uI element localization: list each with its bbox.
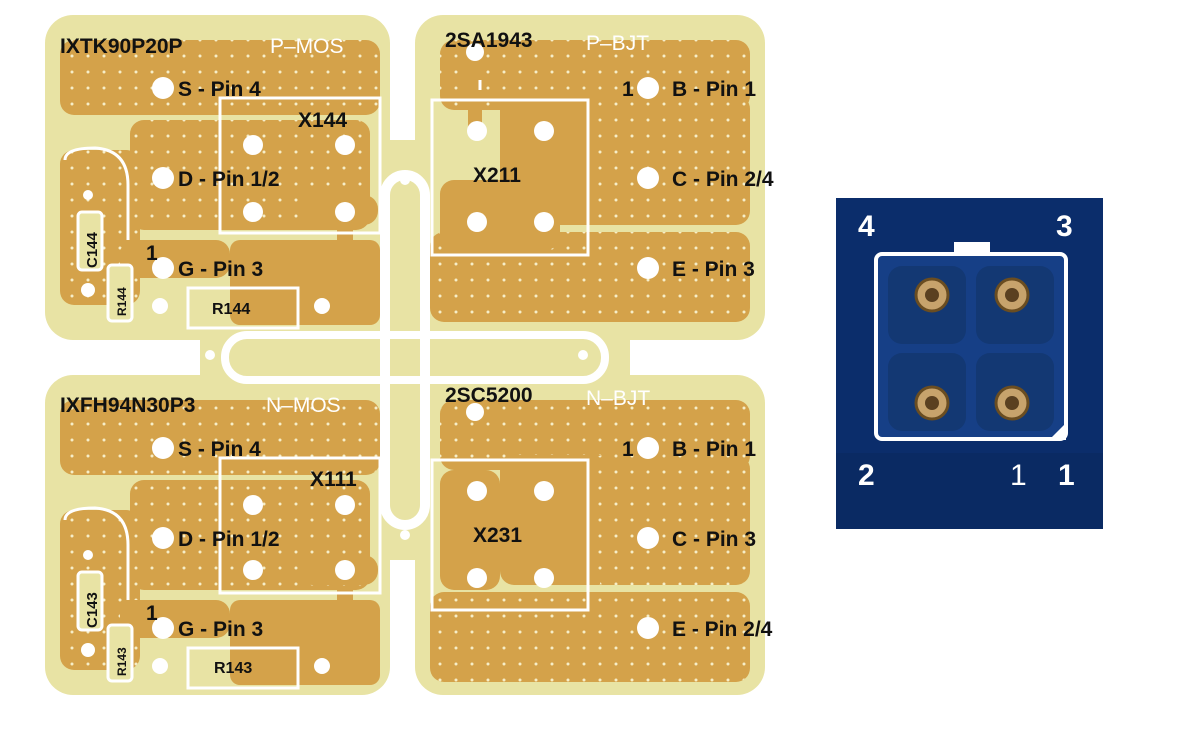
- pin-label-emitter: E - Pin 3: [672, 258, 755, 281]
- ref-designator: X144: [298, 109, 347, 132]
- part-type: P–BJT: [586, 32, 649, 55]
- ref-designator: X231: [473, 524, 522, 547]
- silk-pin1-marker: 1: [1010, 459, 1027, 492]
- connector-footprint: 4 3 2 1 1: [836, 198, 1103, 529]
- part-number: 2SC5200: [445, 384, 533, 407]
- pin-label-base: B - Pin 1: [672, 438, 756, 461]
- pin-number-3: 3: [1056, 210, 1073, 243]
- pin-label-source: S - Pin 4: [178, 438, 261, 461]
- part-type: N–MOS: [266, 394, 341, 417]
- pin-label-drain: D - Pin 1/2: [178, 528, 280, 551]
- pin-number-2: 2: [858, 459, 875, 492]
- quadrant-p-bjt: 2SA1943 P–BJT X211 1 B - Pin 1 C - Pin 2…: [430, 29, 774, 322]
- pin1-marker: 1: [622, 438, 634, 461]
- pcb-layout: IXTK90P20P P–MOS X144 S - Pin 4 D - Pin …: [45, 15, 774, 695]
- pin1-marker: 1: [146, 242, 158, 265]
- pin-label-base: B - Pin 1: [672, 78, 756, 101]
- pin-label-collector: C - Pin 3: [672, 528, 756, 551]
- pin1-marker: 1: [622, 78, 634, 101]
- part-type: P–MOS: [270, 35, 344, 58]
- capacitor-label: C143: [84, 592, 101, 628]
- part-number: 2SA1943: [445, 29, 533, 52]
- resistor-label: R143: [214, 660, 252, 677]
- part-number: IXTK90P20P: [60, 35, 183, 58]
- part-number: IXFH94N30P3: [60, 394, 195, 417]
- part-type: N–BJT: [586, 387, 650, 410]
- pin-label-collector: C - Pin 2/4: [672, 168, 774, 191]
- pin-label-emitter: E - Pin 2/4: [672, 618, 773, 641]
- resistor-small-label: R143: [115, 647, 129, 676]
- pin-label-gate: G - Pin 3: [178, 618, 263, 641]
- ref-designator: X211: [473, 164, 521, 187]
- quadrant-n-bjt: 2SC5200 N–BJT X231 1 B - Pin 1 C - Pin 3…: [430, 384, 773, 682]
- quadrant-n-mos: IXFH94N30P3 N–MOS X111 S - Pin 4 D - Pin…: [60, 394, 382, 690]
- pin-number-1: 1: [1058, 459, 1075, 492]
- pin-number-4: 4: [858, 210, 875, 243]
- quadrant-p-mos: IXTK90P20P P–MOS X144 S - Pin 4 D - Pin …: [60, 35, 382, 330]
- resistor-label: R144: [212, 301, 250, 318]
- pin1-marker: 1: [146, 602, 158, 625]
- ref-designator: X111: [310, 468, 357, 491]
- capacitor-label: C144: [84, 231, 101, 268]
- resistor-small-label: R144: [115, 287, 129, 316]
- pin-label-source: S - Pin 4: [178, 78, 261, 101]
- pin-label-drain: D - Pin 1/2: [178, 168, 280, 191]
- pin-label-gate: G - Pin 3: [178, 258, 263, 281]
